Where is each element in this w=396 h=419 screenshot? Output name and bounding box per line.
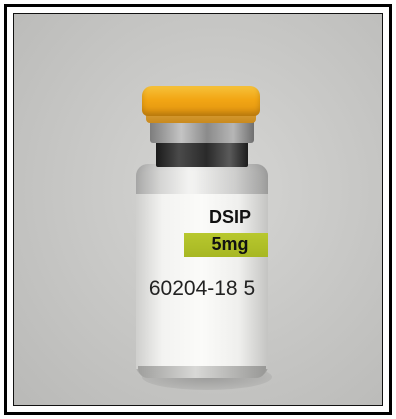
vial-flip-off-cap: [142, 86, 260, 116]
product-name: DSIP: [208, 207, 251, 227]
vial-crimp-seal: [150, 119, 254, 143]
vial-neck: [156, 141, 248, 167]
dose-band: [184, 233, 268, 257]
lot-number: 60204-18 5: [148, 277, 256, 300]
image-frame: DSIP 5mg 60204-18 5: [4, 4, 392, 415]
vial-label: [136, 194, 268, 369]
vial: DSIP 5mg 60204-18 5: [14, 14, 382, 405]
dose-text: 5mg: [211, 234, 249, 254]
vial-glass-shoulder: [136, 164, 268, 196]
vial-base: [138, 366, 266, 378]
vial-photo: DSIP 5mg 60204-18 5: [13, 13, 383, 406]
